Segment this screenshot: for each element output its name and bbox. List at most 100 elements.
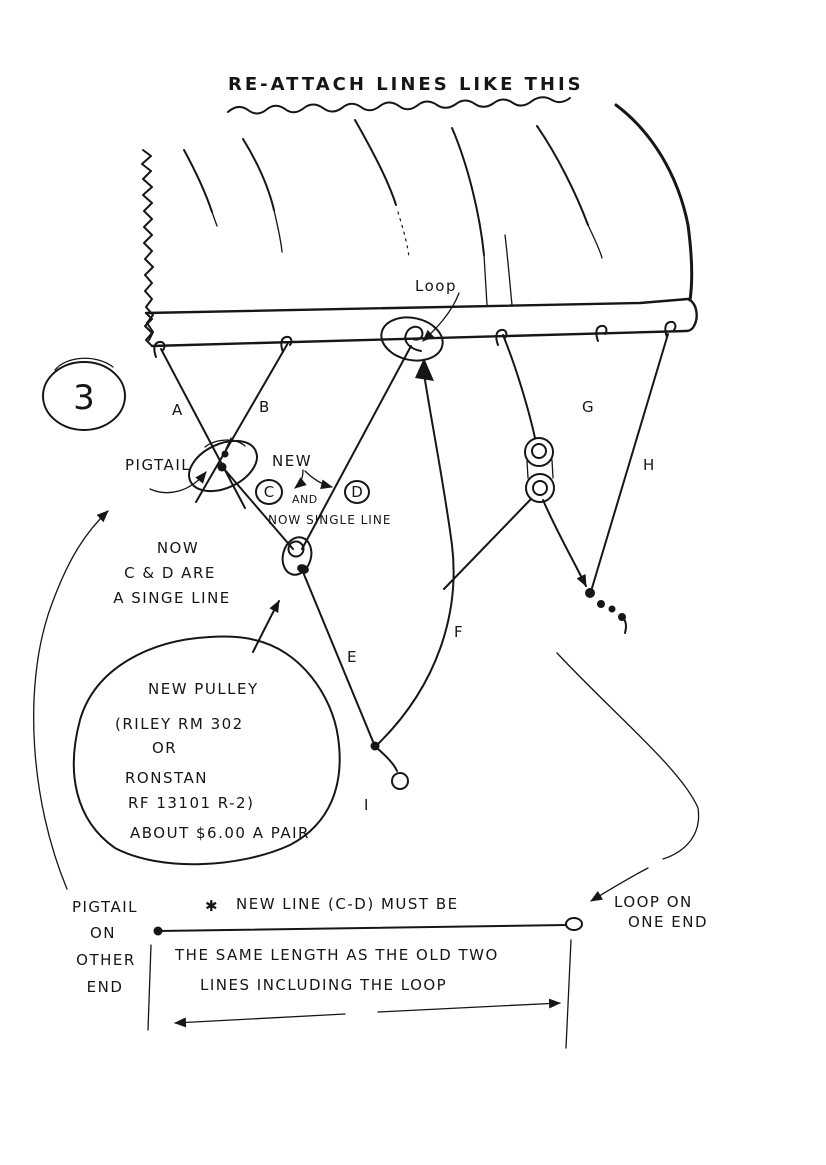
fabric-fold-3 <box>354 119 397 206</box>
line-g-upper <box>502 334 536 439</box>
measurement-sketch <box>147 917 583 1049</box>
cd-note-line-2: C & D ARE <box>124 564 216 582</box>
center-rigging <box>302 358 455 790</box>
right-rigging <box>443 333 669 634</box>
loop-annotation-circle <box>380 316 444 362</box>
hook-3 <box>495 328 508 346</box>
line-label-a: A <box>172 401 183 419</box>
bottom-note-asterisk: ✱ <box>205 897 219 915</box>
line-label-h: H <box>643 456 654 474</box>
letter-c-circle <box>255 479 283 505</box>
new-pulley-shackle <box>297 564 309 574</box>
fabric-right-edge <box>614 103 694 302</box>
bar-hooks <box>153 320 677 358</box>
hook-1 <box>153 340 166 358</box>
double-pulley-link-right <box>551 459 554 479</box>
pigtail-junction-dot <box>217 462 227 472</box>
pulley-note-line-3: OR <box>152 739 177 757</box>
line-label-i: I <box>364 796 368 814</box>
bead-2 <box>608 605 616 613</box>
loop-glyph <box>404 325 424 352</box>
line-a <box>160 348 246 509</box>
right-note-line-2: ONE END <box>628 913 708 931</box>
new-pulley <box>281 536 313 576</box>
line-label-c: C <box>264 483 274 501</box>
dimension-arrow-right <box>377 998 561 1013</box>
fabric-fold-5 <box>536 125 589 226</box>
pigtail-label-arrow <box>149 471 207 494</box>
pigtail-annotation-arc <box>204 439 246 448</box>
figure-number: 3 <box>73 378 95 418</box>
line-c-segment <box>224 469 294 550</box>
line-label-g: G <box>582 398 594 416</box>
letter-d-circle <box>344 480 370 504</box>
line-e <box>302 571 375 745</box>
fabric-fold-2-tail <box>273 209 283 253</box>
new-pulley-sheave <box>287 540 305 558</box>
pulley-note-line-2: (RILEY RM 302 <box>115 715 244 733</box>
page-title: RE-ATTACH LINES LIKE THIS <box>228 74 584 95</box>
line-d-segment <box>301 345 412 550</box>
bar-right-cap <box>684 297 698 333</box>
bottom-note-line-3: LINES INCLUDING THE LOOP <box>200 976 447 994</box>
double-pulley-bottom-sheave <box>532 480 548 496</box>
right-swoop-curve <box>556 652 700 860</box>
left-swoop-arrow <box>33 510 109 890</box>
gh-junction-blob <box>585 588 595 598</box>
new-callout-label: NEW <box>272 452 312 470</box>
line-i-pigtail <box>376 747 398 772</box>
now-single-line-label: NOW SINGLE LINE <box>268 513 391 527</box>
bar-left-zigzag <box>144 312 153 347</box>
new-label-arrow-right <box>304 470 333 490</box>
hook-2 <box>280 335 293 353</box>
fabric-left-zigzag-edge <box>141 149 154 341</box>
bottom-note-line-1: NEW LINE (C-D) MUST BE <box>236 895 459 913</box>
pulley-note-bubble <box>72 600 341 866</box>
line-label-d: D <box>351 483 363 501</box>
line-b <box>195 342 289 503</box>
swoop-arrows <box>33 510 700 902</box>
bar-top-line <box>144 297 690 315</box>
loop-end-arrow <box>590 867 649 902</box>
pigtail-junction-dot-2 <box>221 450 229 458</box>
left-note-line-4: END <box>87 978 124 996</box>
pulley-note-line-1: NEW PULLEY <box>148 680 259 698</box>
left-note-line-3: OTHER <box>76 951 136 969</box>
fabric-fold-5-tail <box>587 224 603 259</box>
and-callout-label: AND <box>292 493 318 506</box>
measure-line <box>157 924 567 932</box>
line-h <box>591 333 669 589</box>
line-label-f: F <box>454 623 463 641</box>
figure-circle <box>42 361 126 431</box>
loop-callout-label: Loop <box>415 277 457 295</box>
pulley-note-line-5: RF 13101 R-2) <box>128 794 254 812</box>
left-note-line-1: PIGTAIL <box>72 898 138 916</box>
new-pulley-body <box>281 536 313 576</box>
line-f-arrowhead <box>415 358 434 381</box>
fabric-fold-2 <box>242 138 275 211</box>
bead-tail <box>623 618 627 634</box>
fabric-fold-6 <box>504 234 513 306</box>
cd-note-line-1: NOW <box>157 539 199 557</box>
left-note-line-2: ON <box>90 924 116 942</box>
left-rigging <box>149 342 412 550</box>
double-pulley-link-left <box>526 460 529 479</box>
pulley-note-line-4: RONSTAN <box>125 769 208 787</box>
double-pulley-top-sheave <box>531 443 547 459</box>
fabric-top-wavy-edge <box>227 96 571 115</box>
line-i-loop <box>391 772 409 790</box>
pulley-note-line-6: ABOUT $6.00 A PAIR <box>130 824 310 842</box>
double-pulley-bottom-body <box>525 473 555 503</box>
bubble-to-pulley-arrow <box>252 600 280 653</box>
measure-left-tick <box>147 944 152 1031</box>
hook-5 <box>664 320 677 338</box>
cd-note-line-3: A SINGE LINE <box>113 589 231 607</box>
new-label-arrow-left <box>294 469 307 489</box>
line-f <box>377 379 455 745</box>
line-label-b: B <box>259 398 269 416</box>
fabric-fold-4 <box>451 127 485 256</box>
line-g-lower <box>542 499 587 587</box>
right-note-line-1: LOOP ON <box>614 893 693 911</box>
